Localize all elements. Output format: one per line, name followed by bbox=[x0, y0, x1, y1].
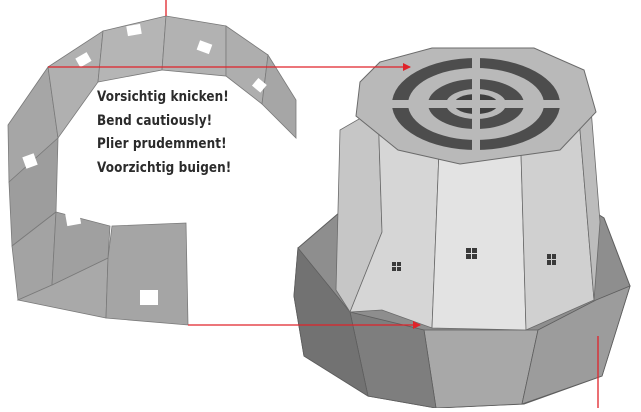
instruction-french: Plier prudemment! bbox=[97, 133, 238, 157]
strip-panel-2 bbox=[48, 31, 103, 138]
base-panel-front bbox=[424, 330, 538, 408]
window-icon bbox=[65, 211, 81, 226]
window-icon bbox=[140, 290, 158, 305]
strip-panel-10 bbox=[106, 223, 188, 325]
instruction-text: Vorsichtig knicken! Bend cautiously! Pli… bbox=[97, 86, 238, 180]
roof-spoke-horizontal bbox=[390, 100, 562, 108]
instruction-german: Vorsichtig knicken! bbox=[97, 86, 238, 110]
assembled-model bbox=[294, 48, 630, 408]
instruction-dutch: Voorzichtig buigen! bbox=[97, 157, 238, 181]
instruction-english: Bend cautiously! bbox=[97, 110, 238, 134]
